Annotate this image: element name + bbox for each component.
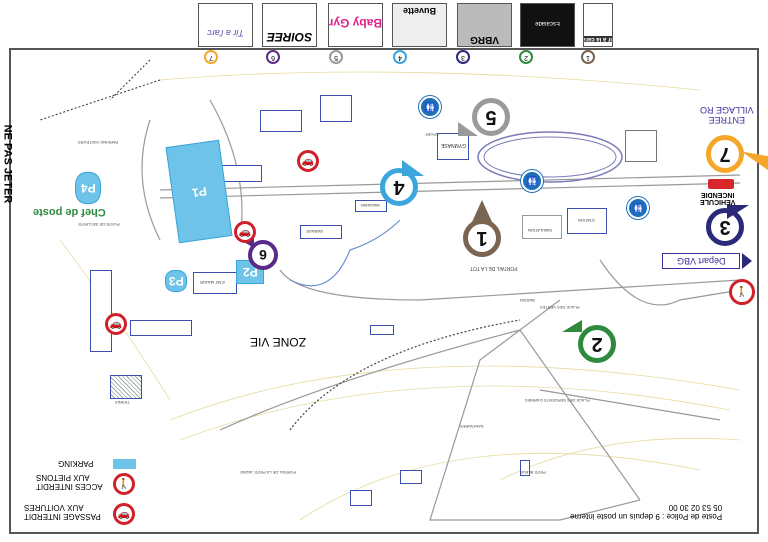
no-cars-icon: 🚗 (234, 221, 256, 243)
building (90, 270, 112, 352)
parking-visiteurs-label: PARKING VISITEURS (78, 140, 118, 145)
building-gymnase: GYMNASE (437, 133, 469, 160)
tennis-court (110, 375, 142, 399)
tennis-label: TENNIS (115, 400, 130, 405)
map-frame (9, 48, 759, 534)
chef-de-poste-label: Chef de poste (33, 206, 106, 218)
building (520, 460, 530, 476)
thumbnail-7: Tir a l'arc (198, 3, 253, 47)
building-garage: GARAGE (300, 225, 342, 239)
parking-p4: P4 (75, 172, 101, 204)
sanitaires-label: SANITAIRES (460, 424, 484, 429)
thumbnail-1: ir a la carabine 4,5mm (583, 3, 613, 47)
sport-label: SPORT (425, 132, 439, 137)
marker-2: 2 (578, 325, 616, 363)
marker-3-tail (727, 205, 749, 219)
legend-parking-label: PARKING (58, 459, 94, 468)
legend-no-pedestrians-icon: 🚶 (113, 473, 135, 495)
building-etat-major: ETAT MAJOR (193, 272, 237, 294)
building (350, 490, 372, 506)
building-magasin: MAGASIN (355, 200, 387, 212)
building (370, 325, 394, 335)
poste-securite-label: POSTE DE SECURITE (78, 222, 120, 227)
depart-vbg-sign: Départ VBG (662, 253, 740, 269)
bassin-label: BASSIN (520, 298, 535, 303)
marker-5-tail (458, 122, 478, 136)
police-contact: Poste de Police : 9 depuis un poste inte… (570, 503, 723, 521)
arrow-icon (742, 253, 752, 269)
place-vertes-label: PLACE DES VERTES (540, 305, 580, 310)
building-station: STATION (567, 208, 607, 234)
building-simulation: SIMULATION (522, 215, 562, 239)
legend-no-cars-icon: 🚗 (113, 503, 135, 525)
thumbnail-6: SOIREE (262, 3, 317, 47)
portail-jaune-label: PORTAIL DE LA PISTE JAUNE (240, 470, 296, 475)
building (625, 130, 657, 162)
fire-truck-icon (708, 179, 734, 189)
no-cars-icon: 🚗 (297, 150, 319, 172)
toilets-icon: 🚻 (419, 96, 441, 118)
side-label: NE PAS JETER (1, 124, 14, 204)
building (320, 95, 352, 122)
marker-7: 7 (706, 135, 744, 173)
thumbnail-4: Buvette (392, 3, 447, 47)
toilets-icon: 🚻 (627, 197, 649, 219)
no-pedestrians-icon: 🚶 (729, 279, 755, 305)
zone-vie-label: ZONE VIE (250, 335, 307, 349)
marker-1: 1 (463, 219, 501, 257)
thumbnail-5: Baby Gym (328, 3, 383, 47)
no-cars-icon: 🚗 (105, 313, 127, 335)
legend-parking-swatch (113, 459, 136, 469)
place-armes-label: PLACE DES SERGENTS D'ARMES (525, 398, 590, 403)
toilets-icon: 🚻 (521, 170, 543, 192)
marker-4-tail (402, 160, 424, 176)
thumbnail-2: Escalade (520, 3, 575, 47)
building (400, 470, 422, 484)
marker-1-tail (472, 200, 492, 222)
parking-p3: P3 (165, 270, 187, 292)
portail-tot-label: PORTAIL DE LA TOT (470, 265, 518, 271)
building (260, 110, 302, 132)
building (130, 320, 192, 336)
piste-bleue-label: PISTE BLEUE (520, 470, 546, 475)
marker-2-tail (562, 320, 582, 332)
thumbnail-3: VBRG (457, 3, 512, 47)
building (220, 165, 262, 182)
